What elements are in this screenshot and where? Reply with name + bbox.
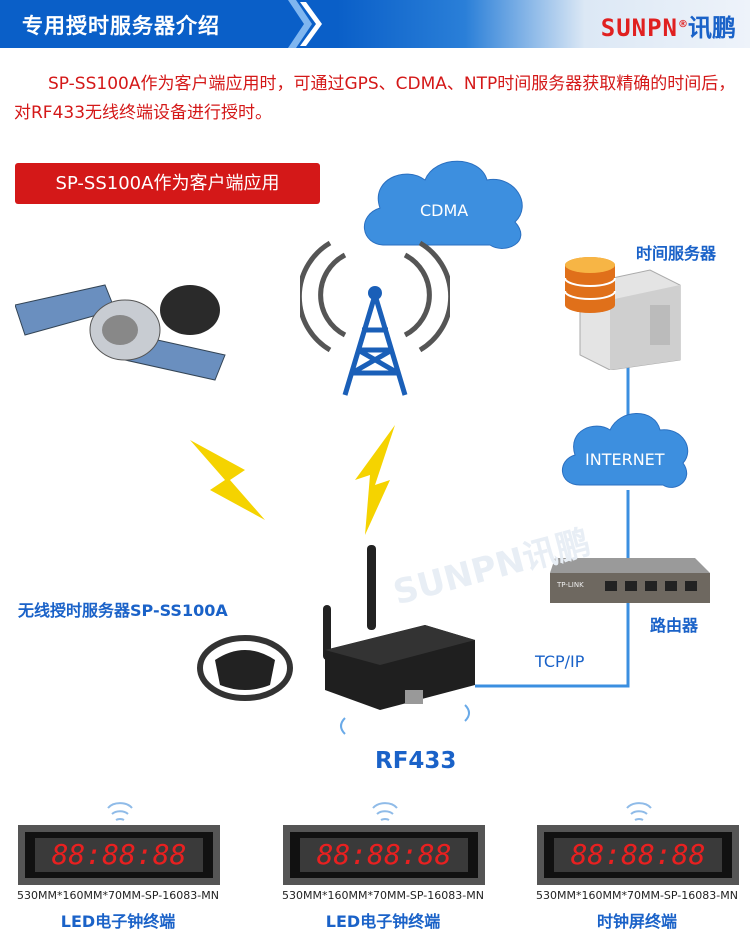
- chevron-icon: [270, 0, 322, 48]
- brand-logo: SUNPN®讯鹏: [600, 14, 736, 42]
- header-title-block: [0, 0, 280, 48]
- signal-tower-icon: [300, 240, 450, 396]
- rf433-label: RF433: [375, 748, 457, 774]
- internet-cloud-icon: [561, 413, 689, 488]
- clock-size: 530MM*160MM*70MM-SP-16083-MN: [282, 889, 484, 902]
- clock-label: 时钟屏终端: [596, 912, 677, 931]
- clock-label: LED电子钟终端: [60, 912, 176, 931]
- cdma-cloud-icon: [363, 160, 523, 249]
- section-badge: SP-SS100A作为客户端应用: [15, 163, 320, 204]
- led-clock-2: 88:88:88: [283, 825, 485, 885]
- clock-display: 88:88:88: [554, 838, 722, 872]
- time-server-icon: [564, 257, 681, 370]
- led-clock-3: 88:88:88: [537, 825, 739, 885]
- wireless-signal-icon: [107, 802, 133, 821]
- wireless-signal-icon: [372, 802, 398, 821]
- intro-text: SP-SS100A作为客户端应用时，可通过GPS、CDMA、NTP时间服务器获取…: [14, 74, 736, 123]
- router-label: 路由器: [650, 616, 699, 635]
- satellite-icon: [15, 284, 226, 381]
- lightning-icon: [190, 440, 265, 520]
- clock-size: 530MM*160MM*70MM-SP-16083-MN: [17, 889, 219, 902]
- internet-label: INTERNET: [585, 450, 665, 469]
- wireless-signal-icon: [626, 802, 652, 821]
- lightning-icon: [355, 425, 395, 535]
- led-clock-1: 88:88:88: [18, 825, 220, 885]
- cdma-label: CDMA: [420, 201, 469, 220]
- clock-display: 88:88:88: [300, 838, 468, 872]
- device-label: 无线授时服务器SP-SS100A: [18, 601, 228, 620]
- time-server-device-icon: [197, 545, 475, 735]
- page-title: 专用授时服务器介绍: [22, 14, 220, 38]
- clock-label: LED电子钟终端: [325, 912, 441, 931]
- clock-size: 530MM*160MM*70MM-SP-16083-MN: [536, 889, 738, 902]
- router-icon: TP-LINK: [550, 558, 710, 603]
- time-server-label: 时间服务器: [636, 244, 717, 263]
- tcpip-label: TCP/IP: [535, 652, 585, 671]
- clock-display: 88:88:88: [35, 838, 203, 872]
- router-brand: TP-LINK: [556, 581, 584, 589]
